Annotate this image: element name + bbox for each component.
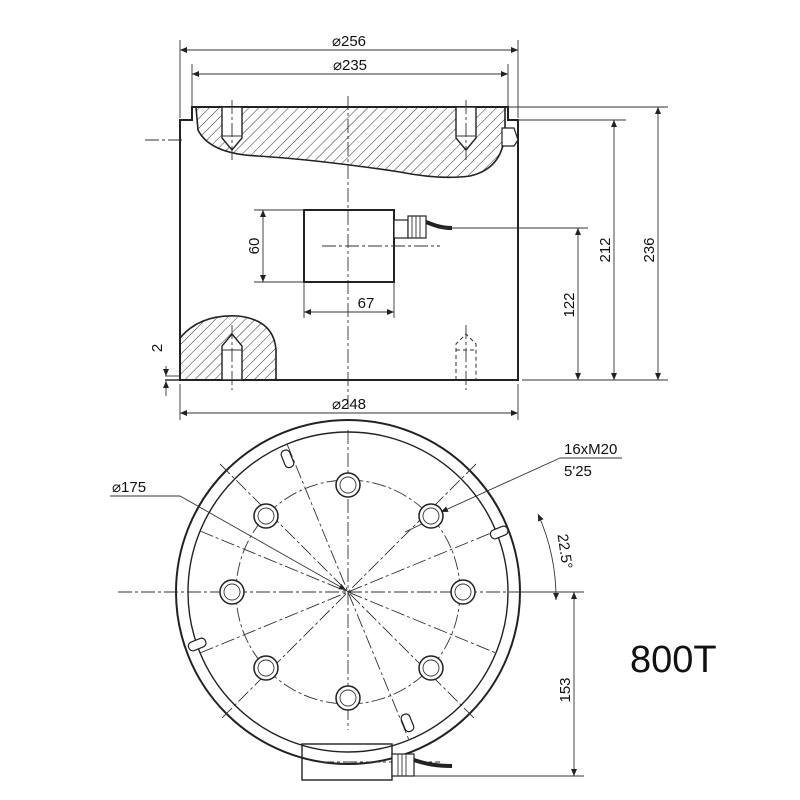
top-view: ⌀175 16xM20 5'25 22.5° 153 xyxy=(110,419,622,781)
callout-holes: 16xM20 xyxy=(564,441,617,458)
dim-angle: 22.5° xyxy=(554,533,576,570)
cable-connector xyxy=(393,215,453,239)
capacity-label: 800T xyxy=(630,639,717,681)
front-view: ⌀256 ⌀235 ⌀248 236 212 122 60 67 xyxy=(145,33,668,420)
dim-outer-top: ⌀256 xyxy=(332,33,366,50)
top-hatched-section xyxy=(195,106,506,179)
bolt-holes xyxy=(219,472,476,711)
dim-step: 2 xyxy=(149,344,166,352)
body-outline xyxy=(179,106,519,381)
top-cable-connector xyxy=(391,753,453,777)
dim-height-inner: 212 xyxy=(597,237,614,262)
dim-height-total: 236 xyxy=(641,237,658,262)
dim-bolt-circle: ⌀175 xyxy=(112,479,146,496)
callout-depth: 5'25 xyxy=(564,463,592,480)
rim-slots xyxy=(187,449,509,733)
side-port xyxy=(501,127,519,147)
dim-offset: 153 xyxy=(557,677,574,702)
dim-inner-top: ⌀235 xyxy=(333,57,367,74)
dim-bottom: ⌀248 xyxy=(332,396,366,413)
dim-sensor-height: 122 xyxy=(561,292,578,317)
dim-box-height: 60 xyxy=(246,238,263,255)
dim-box-width: 67 xyxy=(358,295,375,312)
